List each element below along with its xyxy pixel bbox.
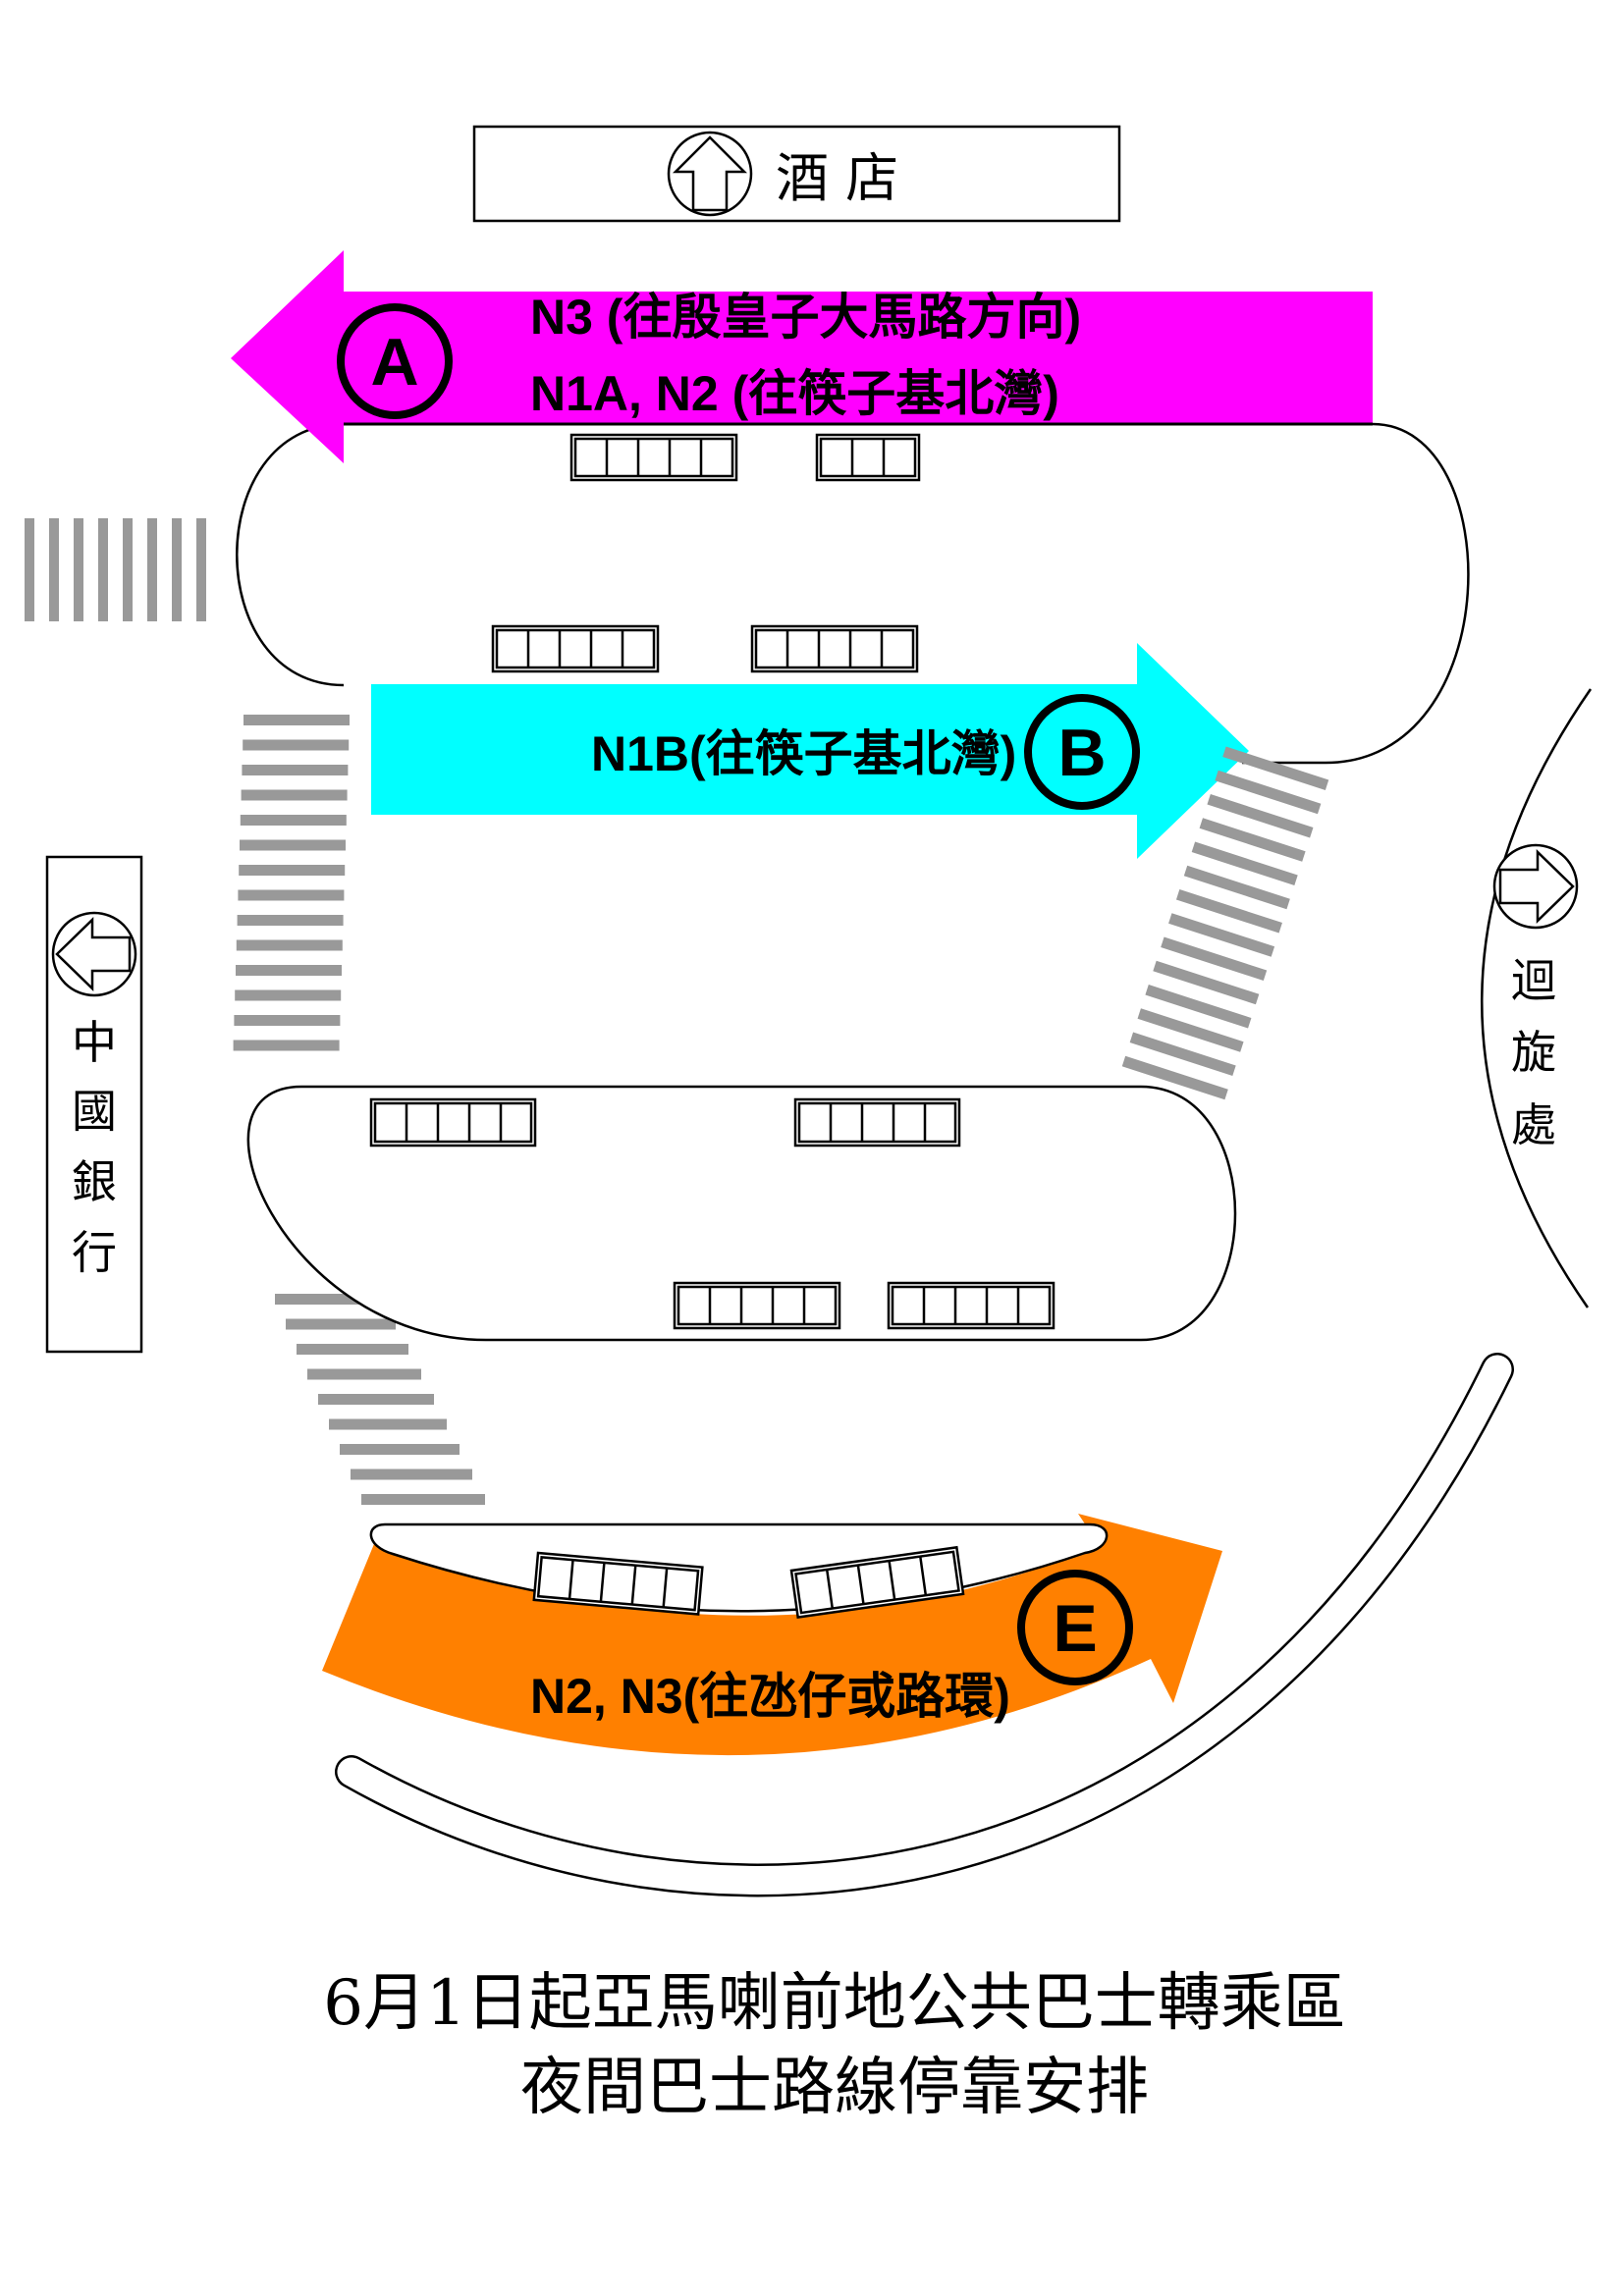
crosswalk-stripe bbox=[238, 889, 345, 901]
arrow-up-circle-icon bbox=[667, 131, 753, 217]
zone-e-letter: E bbox=[1053, 1591, 1097, 1666]
crosswalk-stripe bbox=[307, 1368, 421, 1380]
crosswalk-stripe bbox=[1215, 770, 1322, 815]
bus-shelter bbox=[532, 1551, 704, 1616]
arrow-left-circle-icon bbox=[51, 911, 137, 997]
crosswalk-stripe bbox=[243, 739, 350, 751]
crosswalk-stripe bbox=[275, 1294, 383, 1305]
arrow-right-circle-icon bbox=[1492, 843, 1579, 930]
bus-shelter bbox=[491, 624, 660, 673]
crosswalk-stripe bbox=[1161, 936, 1268, 981]
crosswalk-stripe bbox=[1222, 746, 1329, 790]
bus-shelter bbox=[750, 624, 919, 673]
crosswalk-stripe bbox=[1129, 1032, 1236, 1077]
hotel-sign: 酒 店 bbox=[472, 125, 1121, 223]
roundabout-sign: 迴 旋 處 bbox=[1492, 843, 1579, 1151]
bank-char: 中 bbox=[72, 1016, 117, 1069]
crosswalk-stripe bbox=[237, 915, 344, 926]
crosswalk-stripe bbox=[242, 765, 349, 775]
crosswalk-stripe bbox=[1145, 985, 1252, 1029]
roundabout-char: 迴 bbox=[1511, 954, 1556, 1007]
zone-e-route: N2, N3(往氹仔或路環) bbox=[530, 1669, 1010, 1724]
bus-shelter bbox=[673, 1281, 841, 1330]
crosswalk-bottom-diagonal bbox=[275, 1294, 485, 1505]
bus-shelter bbox=[793, 1097, 961, 1148]
crosswalk-stripe bbox=[1183, 865, 1290, 910]
crosswalk-stripe bbox=[240, 815, 347, 826]
crosswalk-stripe bbox=[1207, 794, 1314, 838]
roundabout-edge bbox=[1481, 688, 1593, 1308]
bank-sign: 中 國 銀 行 bbox=[45, 855, 143, 1354]
zone-e-arrow: E N2, N3(往氹仔或路環) bbox=[322, 1514, 1222, 1756]
bank-char: 行 bbox=[72, 1226, 117, 1279]
bus-shelter bbox=[887, 1281, 1056, 1330]
zone-a-letter: A bbox=[370, 325, 418, 400]
roundabout-char: 旋 bbox=[1511, 1026, 1556, 1079]
middle-island bbox=[246, 1085, 1237, 1342]
title-line1: 6月1日起亞馬喇前地公共巴士轉乘區 bbox=[323, 1967, 1345, 2040]
crosswalk-stripe bbox=[340, 1444, 460, 1455]
hotel-label: 酒 店 bbox=[776, 147, 898, 209]
title-line2: 夜間巴士路線停靠安排 bbox=[520, 2052, 1149, 2124]
zone-b-letter: B bbox=[1057, 716, 1106, 790]
crosswalk-stripe bbox=[240, 839, 346, 851]
zone-a-route-line2: N1A, N2 (往筷子基北灣) bbox=[530, 366, 1059, 421]
crosswalk-stripe bbox=[1137, 1008, 1244, 1052]
bus-shelters-middle bbox=[369, 1097, 1056, 1330]
crosswalk-right-diagonal bbox=[1121, 746, 1329, 1100]
bus-shelters bbox=[491, 433, 921, 673]
crosswalk-left-vertical bbox=[233, 715, 350, 1051]
crosswalk-stripe bbox=[297, 1344, 408, 1355]
crosswalk-stripe bbox=[235, 989, 342, 1001]
crosswalk-stripe bbox=[1168, 913, 1275, 957]
zone-b-arrow: N1B(往筷子基北灣) B bbox=[371, 643, 1249, 859]
bank-char: 銀 bbox=[72, 1155, 117, 1208]
crosswalk-stripe bbox=[236, 939, 343, 951]
crosswalk-stripe bbox=[1199, 818, 1306, 862]
bus-shelter bbox=[789, 1545, 965, 1619]
zone-a-arrow: A N3 (往殷皇子大馬路方向) N1A, N2 (往筷子基北灣) bbox=[231, 250, 1373, 463]
crosswalk-stripe bbox=[1153, 960, 1260, 1005]
crosswalk-top-left bbox=[25, 518, 206, 621]
crosswalk-stripe bbox=[329, 1418, 447, 1430]
crosswalk-stripe bbox=[236, 965, 342, 976]
bus-shelter bbox=[815, 433, 921, 482]
crosswalk-stripe bbox=[239, 865, 346, 876]
crosswalk-stripe bbox=[233, 1040, 340, 1051]
crosswalk-stripe bbox=[244, 715, 350, 725]
zone-b-badge bbox=[1024, 694, 1140, 810]
zone-a-badge bbox=[337, 303, 453, 419]
roundabout-char: 處 bbox=[1511, 1098, 1556, 1151]
zone-e-badge bbox=[1017, 1570, 1133, 1685]
crosswalk-stripe bbox=[361, 1494, 485, 1505]
bus-shelter bbox=[569, 433, 738, 482]
crosswalk-stripe bbox=[1175, 889, 1282, 934]
crosswalk-stripe bbox=[351, 1468, 472, 1480]
crosswalk-stripe bbox=[234, 1015, 341, 1026]
crosswalk-stripe bbox=[286, 1318, 396, 1330]
crosswalk-stripe bbox=[1121, 1055, 1228, 1100]
bus-shelter bbox=[369, 1097, 537, 1148]
bank-char: 國 bbox=[72, 1085, 117, 1138]
zone-b-route: N1B(往筷子基北灣) bbox=[591, 726, 1016, 781]
zone-a-route-line1: N3 (往殷皇子大馬路方向) bbox=[530, 290, 1081, 345]
crosswalk-stripe bbox=[1191, 841, 1298, 885]
crosswalk-stripe bbox=[241, 789, 348, 801]
crosswalk-stripe bbox=[318, 1394, 434, 1405]
